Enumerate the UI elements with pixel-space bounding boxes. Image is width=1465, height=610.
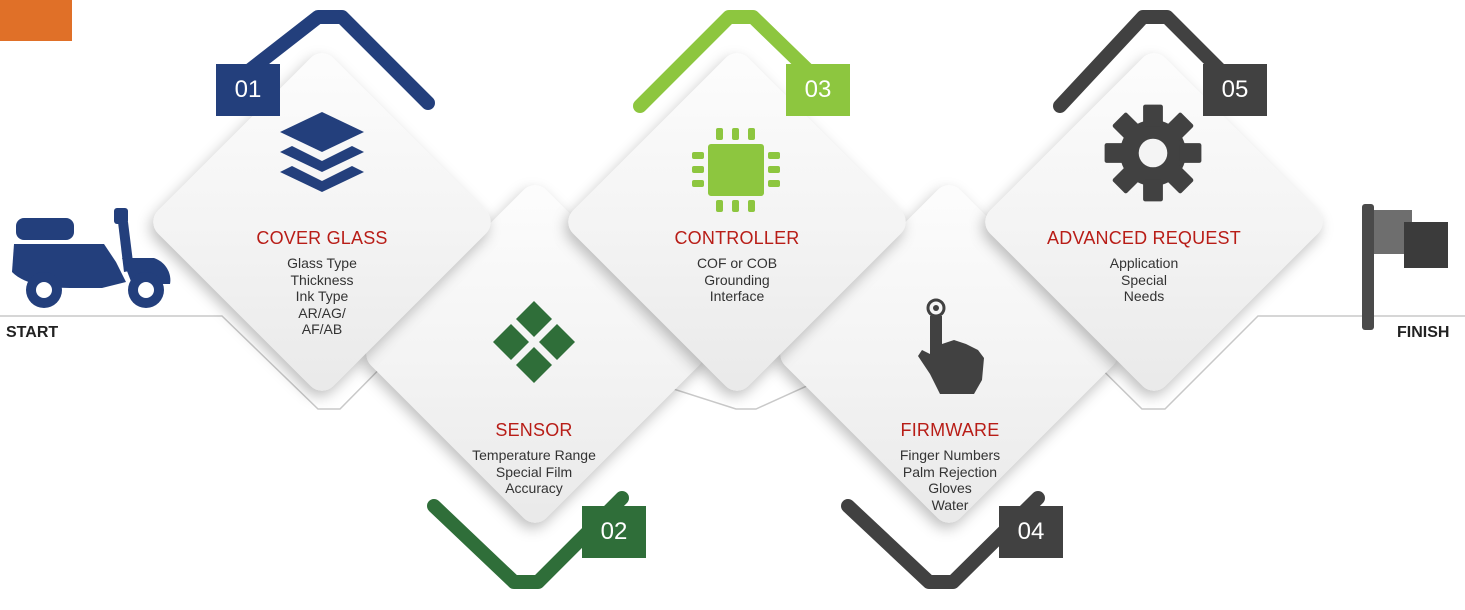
step-line: AF/AB: [301, 321, 343, 337]
step-text-03: CONTROLLER COF or COB Grounding Interfac…: [627, 228, 847, 305]
step-line: Thickness: [290, 271, 354, 288]
step-title-03: CONTROLLER: [674, 228, 800, 248]
step-line: Grounding: [704, 271, 770, 288]
step-title-05: ADVANCED REQUEST: [1047, 228, 1241, 248]
chevron-03: [633, 10, 827, 113]
chip-icon: [692, 128, 780, 212]
step-line: Palm Rejection: [902, 463, 998, 480]
chevron-04: [841, 491, 1045, 589]
chevron-01: [243, 10, 435, 110]
step-number-01: 01: [216, 64, 280, 116]
chevron-05: [1053, 10, 1239, 113]
step-text-02: SENSOR Temperature Range Special Film Ac…: [424, 420, 644, 497]
step-number-05: 05: [1203, 64, 1267, 116]
corner-tab: [0, 0, 72, 41]
step-line: Water: [931, 496, 969, 513]
step-title-02: SENSOR: [495, 420, 573, 440]
step-number-02: 02: [582, 506, 646, 558]
step-title-04: FIRMWARE: [900, 420, 1000, 440]
step-line: Special: [1121, 271, 1167, 288]
step-line: Ink Type: [295, 288, 349, 304]
step-number-03: 03: [786, 64, 850, 116]
step-line: Application: [1109, 255, 1179, 271]
chevron-02: [427, 491, 629, 589]
step-line: Needs: [1123, 288, 1165, 304]
step-line: Finger Numbers: [899, 447, 1001, 463]
step-line: COF or COB: [696, 255, 778, 271]
scooter-icon: [12, 208, 171, 308]
step-line: Accuracy: [505, 480, 563, 496]
finish-flag-icon: [1362, 204, 1448, 330]
step-line: Special Film: [495, 463, 573, 480]
layers-icon: [280, 112, 364, 192]
step-line: AR/AG/: [298, 304, 346, 321]
step-line: Glass Type: [287, 255, 357, 271]
step-number-04: 04: [999, 506, 1063, 558]
gear-icon: [1104, 104, 1202, 202]
step-line: Interface: [709, 288, 765, 304]
step-line: Gloves: [928, 480, 972, 496]
step-text-05: ADVANCED REQUEST Application Special Nee…: [1034, 228, 1254, 305]
step-title-01: COVER GLASS: [256, 228, 388, 248]
step-line: Temperature Range: [472, 447, 596, 463]
start-label: START: [6, 324, 59, 341]
step-text-04: FIRMWARE Finger Numbers Palm Rejection G…: [840, 420, 1060, 513]
grid-diamond-icon: [493, 301, 575, 383]
touch-hand-icon: [918, 298, 984, 394]
step-text-01: COVER GLASS Glass Type Thickness Ink Typ…: [212, 228, 432, 338]
finish-label: FINISH: [1397, 324, 1450, 341]
